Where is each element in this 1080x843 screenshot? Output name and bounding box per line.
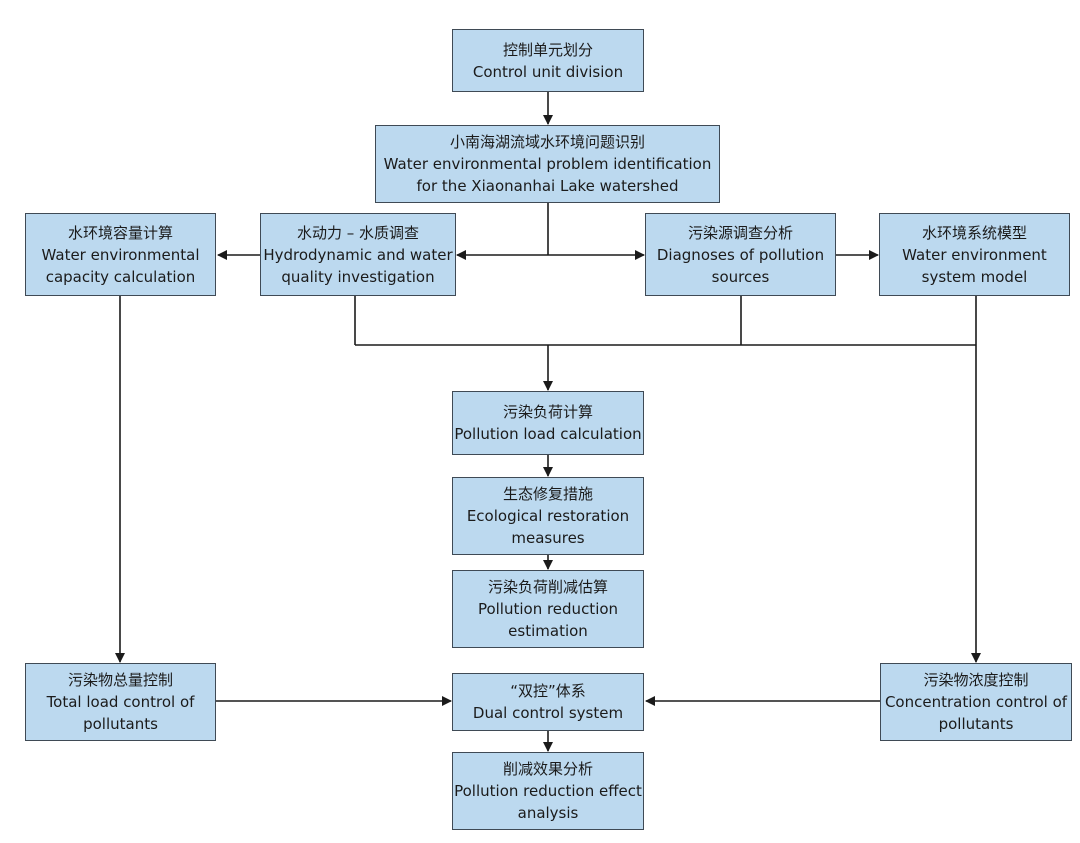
box-title-en: sources [711,267,770,286]
box-title-en: capacity calculation [45,267,196,286]
box-title-en: estimation [508,622,588,640]
problem-identification-box: 小南海湖流域水环境问题识别 Water environmental proble… [375,125,720,203]
box-title-en: Dual control system [472,704,624,722]
box-title-zh: 生态修复措施 [502,485,593,503]
box-title-zh: 污染源调查分析 [687,223,793,242]
box-title-en: Water environmental [41,245,200,264]
box-title-en: analysis [517,804,579,822]
capacity-calculation-box: 水环境容量计算 Water environmental capacity cal… [25,213,216,296]
box-title-en: Water environmental problem identificati… [383,155,712,173]
hydrodynamic-investigation-box: 水动力 – 水质调查 Hydrodynamic and water qualit… [260,213,456,296]
box-title-en: pollutants [83,715,158,733]
box-title-zh: 小南海湖流域水环境问题识别 [449,133,645,151]
box-title-zh: 削减效果分析 [502,760,593,778]
concentration-control-box: 污染物浓度控制 Concentration control of polluta… [880,663,1072,741]
box-title-en: Pollution load calculation [454,425,642,443]
box-title-en: Water environment [902,245,1047,264]
box-title-en: Diagnoses of pollution [656,245,825,264]
box-title-zh: 污染物浓度控制 [923,671,1029,689]
pollution-sources-box: 污染源调查分析 Diagnoses of pollution sources [645,213,836,296]
box-title-zh: 水环境系统模型 [921,223,1027,242]
control-unit-division-box: 控制单元划分 Control unit division [452,29,644,92]
box-title-zh: 水环境容量计算 [67,223,173,242]
box-title-zh: 污染负荷计算 [502,403,593,421]
box-title-zh: 水动力 – 水质调查 [296,223,420,242]
box-title-en: Hydrodynamic and water [263,245,453,264]
pollution-load-calculation-box: 污染负荷计算 Pollution load calculation [452,391,644,455]
reduction-estimation-box: 污染负荷削减估算 Pollution reduction estimation [452,570,644,648]
total-load-control-box: 污染物总量控制 Total load control of pollutants [25,663,216,741]
box-title-en: Control unit division [472,62,624,81]
dual-control-system-box: “双控”体系 Dual control system [452,673,644,731]
box-title-zh: 控制单元划分 [502,40,593,59]
box-title-en: system model [921,267,1028,286]
box-title-en: Pollution reduction [477,600,619,618]
box-title-en: quality investigation [281,267,435,286]
box-title-zh: 污染物总量控制 [67,671,173,689]
box-title-en: Total load control of [46,693,195,711]
box-title-en: for the Xiaonanhai Lake watershed [416,177,679,195]
box-title-en: measures [511,529,585,547]
ecological-restoration-box: 生态修复措施 Ecological restoration measures [452,477,644,555]
box-title-en: Concentration control of [884,693,1068,711]
box-title-zh: 污染负荷削减估算 [487,578,608,596]
box-title-en: Pollution reduction effect [454,782,642,800]
box-title-en: Ecological restoration [466,507,630,525]
system-model-box: 水环境系统模型 Water environment system model [879,213,1070,296]
box-title-zh: “双控”体系 [510,682,586,700]
box-title-en: pollutants [938,715,1014,733]
reduction-effect-analysis-box: 削减效果分析 Pollution reduction effect analys… [452,752,644,830]
